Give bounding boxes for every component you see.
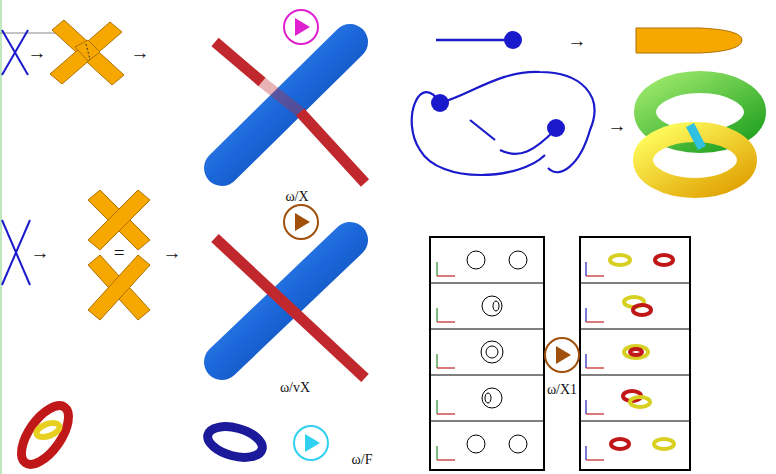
transform-arrow: →	[568, 31, 587, 50]
transform-arrow: →	[31, 243, 50, 262]
animation-label: ω/F	[352, 453, 373, 467]
transform-arrow: →	[163, 243, 182, 262]
animation-label: ω/X1	[547, 383, 577, 397]
transform-arrow: =	[114, 243, 125, 262]
transform-arrow: →	[131, 43, 150, 62]
transform-arrow: →	[28, 43, 47, 62]
transform-arrow: →	[608, 116, 627, 135]
animation-label: ω/vX	[280, 381, 310, 395]
animation-label: ω/X	[285, 190, 308, 204]
